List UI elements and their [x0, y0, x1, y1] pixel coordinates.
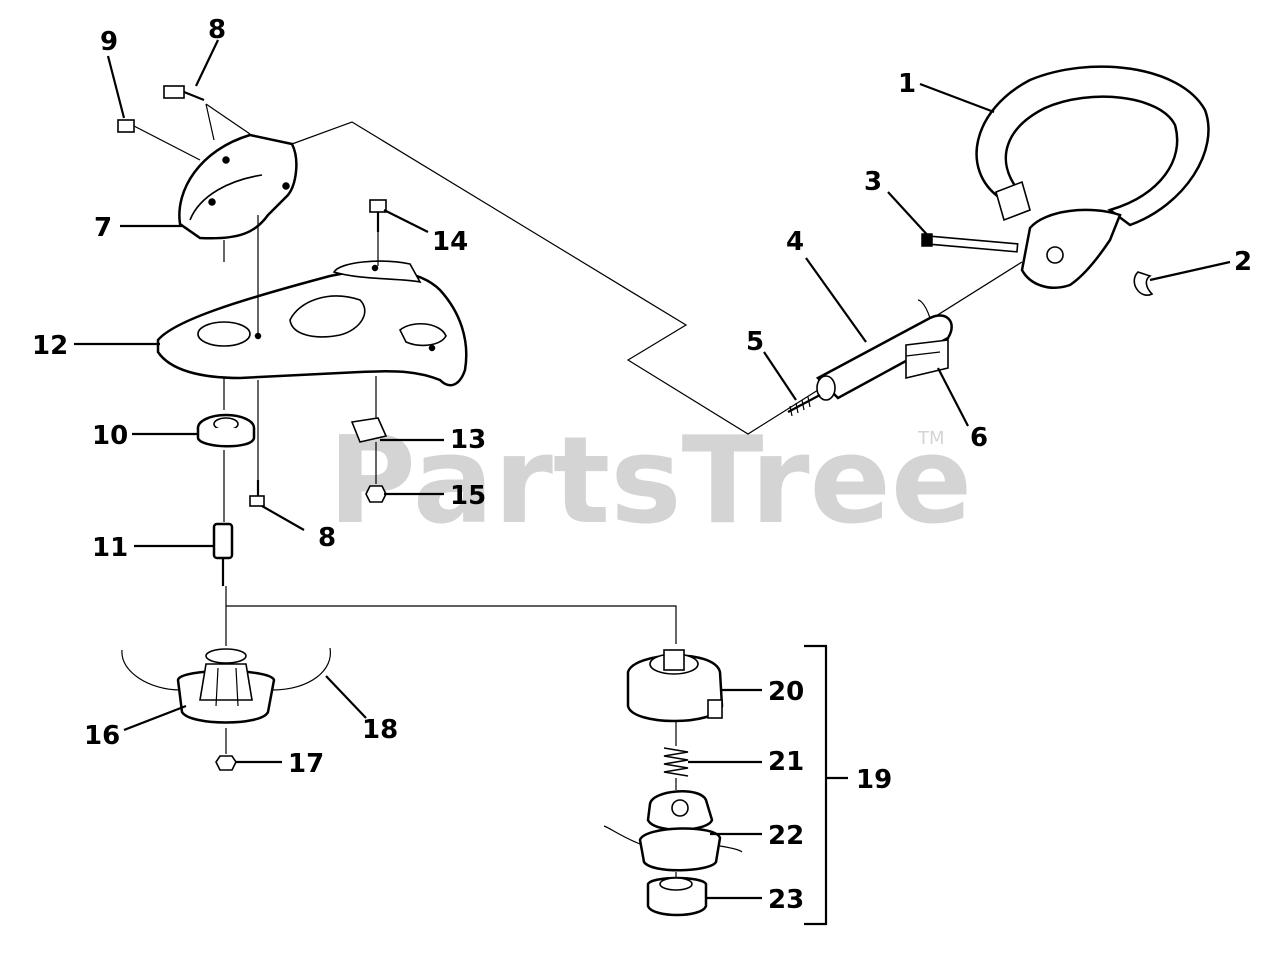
part-17-bolt	[215, 728, 237, 771]
callout-5: 5	[746, 327, 764, 357]
callout-21: 21	[768, 747, 804, 777]
part-8-lower-screw	[249, 380, 265, 507]
assembly-outline	[291, 121, 1023, 435]
part-8-9-screws-top	[117, 85, 251, 161]
callout-23: 23	[768, 885, 804, 915]
callout-19: 19	[856, 765, 892, 795]
watermark-trademark: TM	[917, 428, 945, 449]
callout-3: 3	[864, 167, 882, 197]
callout-17: 17	[288, 749, 324, 779]
part-10-bearing	[196, 378, 256, 448]
callout-16: 16	[84, 721, 120, 751]
part-2-3-handle-bracket	[921, 208, 1154, 296]
part-1-handle	[975, 65, 1210, 227]
leader-lines	[74, 39, 1231, 900]
part-14-bolt	[369, 199, 387, 266]
part-6-sleeve	[905, 339, 949, 380]
callout-10: 10	[92, 421, 128, 451]
part-5-screw	[787, 394, 821, 417]
callout-15: 15	[450, 481, 486, 511]
callout-12: 12	[32, 331, 68, 361]
callout-2: 2	[1234, 247, 1252, 277]
callout-14: 14	[432, 227, 468, 257]
callout-9: 9	[100, 27, 118, 57]
bracket-19	[804, 644, 828, 926]
part-7-gear-housing	[178, 133, 298, 240]
part-12-shield	[156, 260, 468, 387]
callout-11: 11	[92, 533, 128, 563]
callout-20: 20	[768, 677, 804, 707]
part-21-spring	[663, 722, 689, 777]
part-18-trimmer-line	[121, 647, 331, 691]
callout-7: 7	[94, 213, 112, 243]
callout-1: 1	[898, 69, 916, 99]
part-16-trimmer-head	[176, 648, 276, 724]
watermark: PartsTree	[328, 412, 972, 551]
callout-4: 4	[786, 227, 804, 257]
part-15-nut	[365, 442, 387, 503]
part-4-shaft	[815, 299, 953, 401]
part-22-spool	[603, 778, 743, 872]
guide-line-to-19	[226, 605, 677, 644]
callout-8-lower: 8	[318, 523, 336, 553]
callout-6: 6	[970, 423, 988, 453]
callout-18: 18	[362, 715, 398, 745]
callout-8-top: 8	[208, 15, 226, 45]
part-13-clip	[350, 376, 388, 443]
callout-22: 22	[768, 821, 804, 851]
part-20-spool-housing	[626, 649, 724, 723]
callout-13: 13	[450, 425, 486, 455]
part-11-adapter	[212, 522, 234, 586]
part-23-knob	[646, 872, 708, 917]
